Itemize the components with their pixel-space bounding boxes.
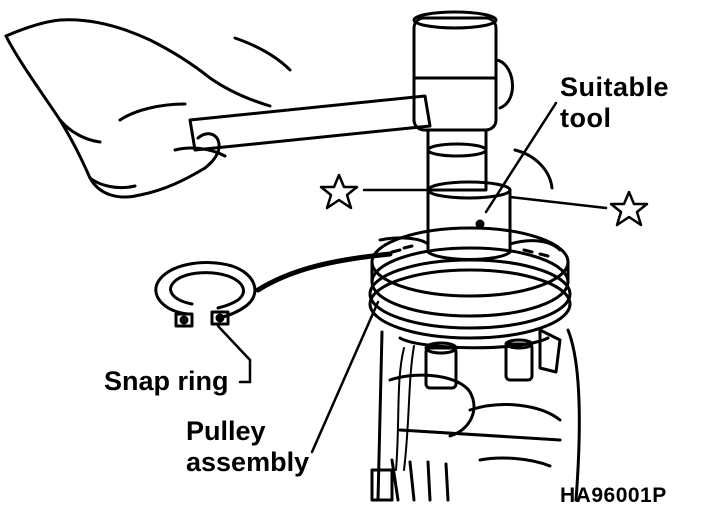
- star-icon-left: [319, 173, 359, 210]
- suitable-tool-label: Suitable tool: [560, 72, 669, 134]
- pulley-assembly-label-line1: Pulley: [186, 416, 266, 446]
- compressor-body: [370, 328, 581, 502]
- pulley-assembly-label-line2: assembly: [186, 447, 310, 477]
- figure-code: HA96001P: [560, 484, 667, 507]
- suitable-tool-label-line1: Suitable: [560, 72, 670, 102]
- hammer-head: [412, 10, 514, 132]
- snap-ring-label: Snap ring: [104, 366, 229, 396]
- star-icon-right: [609, 190, 649, 227]
- leader-lines: [216, 101, 608, 454]
- hand-illustration: [4, 18, 292, 199]
- suitable-tool-label-line2: tool: [560, 103, 612, 133]
- pulley-assembly-label: Pulley assembly: [186, 416, 309, 478]
- snap-ring: [154, 261, 257, 328]
- pulley-assembly: [368, 226, 572, 340]
- hammer-handle: [188, 94, 432, 152]
